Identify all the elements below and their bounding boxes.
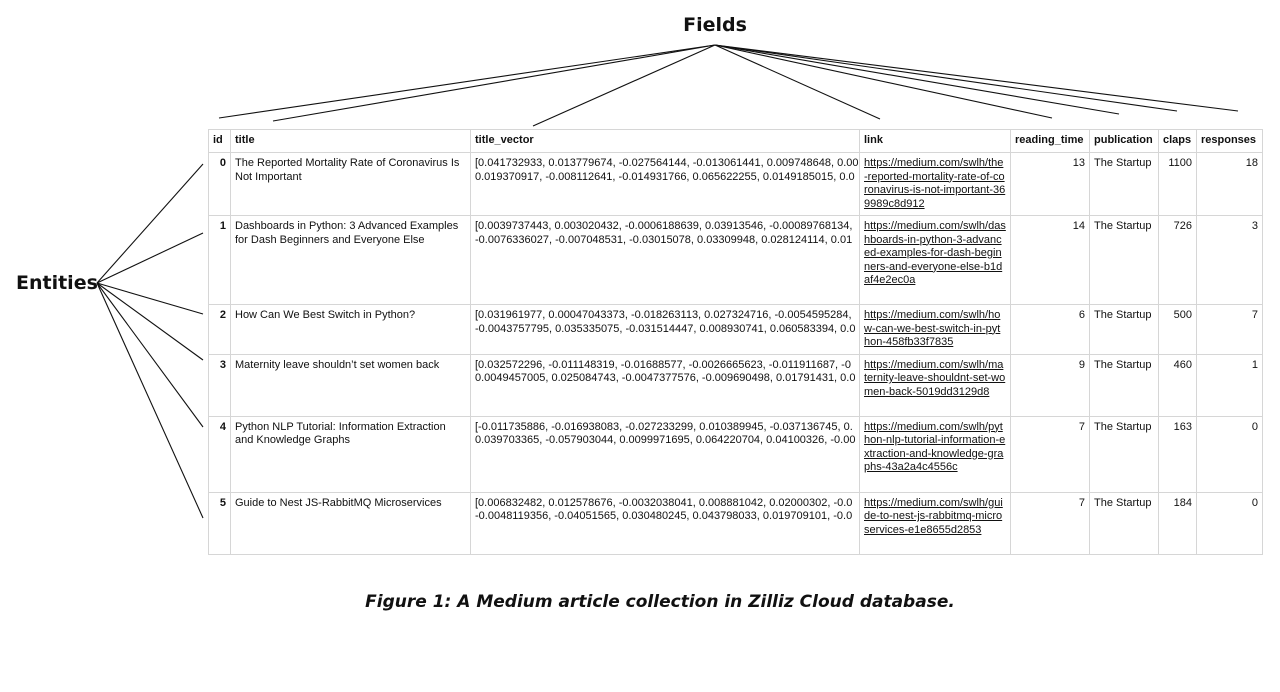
fields-label: Fields (683, 14, 747, 36)
cell-title: How Can We Best Switch in Python? (230, 304, 471, 355)
cell-claps: 460 (1158, 353, 1197, 417)
field-line-publication (714, 44, 1120, 115)
cell-publication: The Startup (1089, 491, 1159, 555)
column-header: claps (1158, 129, 1197, 153)
column-header: id (208, 129, 231, 153)
cell-link[interactable]: https://medium.com/swlh/maternity-leave-… (859, 353, 1011, 417)
cell-publication: The Startup (1089, 215, 1159, 305)
cell-claps: 163 (1158, 415, 1197, 493)
table-row: 4 Python NLP Tutorial: Information Extra… (208, 415, 1263, 493)
cell-title-vector: [0.041732933, 0.013779674, -0.027564144,… (470, 152, 860, 216)
collection-table: id title title_vector link reading_time … (208, 129, 1263, 555)
cell-publication: The Startup (1089, 415, 1159, 493)
vector-line: [0.006832482, 0.012578676, -0.0032038041… (475, 496, 853, 523)
cell-title-vector: [0.032572296, -0.011148319, -0.01688577,… (470, 353, 860, 417)
cell-link[interactable]: https://medium.com/swlh/python-nlp-tutor… (859, 415, 1011, 493)
cell-id: 3 (208, 353, 231, 417)
cell-claps: 726 (1158, 215, 1197, 305)
table-row: 0 The Reported Mortality Rate of Coronav… (208, 152, 1263, 216)
vector-line: [-0.011735886, -0.016938083, -0.02723329… (475, 420, 856, 447)
cell-reading-time: 6 (1010, 304, 1090, 355)
cell-id: 5 (208, 491, 231, 555)
cell-responses: 18 (1196, 152, 1263, 216)
cell-title-vector: [0.031961977, 0.00047043373, -0.01826311… (470, 304, 860, 355)
cell-title: Dashboards in Python: 3 Advanced Example… (230, 215, 471, 305)
cell-title-vector: [0.006832482, 0.012578676, -0.0032038041… (470, 491, 860, 555)
entities-label: Entities (16, 272, 98, 294)
cell-title: Guide to Nest JS-RabbitMQ Microservices (230, 491, 471, 555)
field-line-link (714, 44, 881, 120)
entity-line-5 (96, 282, 204, 519)
cell-id: 2 (208, 304, 231, 355)
cell-link[interactable]: https://medium.com/swlh/guide-to-nest-js… (859, 491, 1011, 555)
table-header-row: id title title_vector link reading_time … (208, 129, 1263, 153)
cell-publication: The Startup (1089, 353, 1159, 417)
field-line-title (272, 44, 716, 122)
cell-claps: 184 (1158, 491, 1197, 555)
cell-responses: 1 (1196, 353, 1263, 417)
cell-responses: 0 (1196, 491, 1263, 555)
cell-link[interactable]: https://medium.com/swlh/the-reported-mor… (859, 152, 1011, 216)
column-header: publication (1089, 129, 1159, 153)
entity-line-3 (96, 282, 204, 361)
entity-line-1 (96, 232, 204, 284)
vector-line: [0.032572296, -0.011148319, -0.01688577,… (475, 358, 856, 385)
field-line-id (218, 44, 716, 119)
cell-reading-time: 7 (1010, 415, 1090, 493)
entity-line-4 (96, 282, 204, 428)
table-row: 5 Guide to Nest JS-RabbitMQ Microservice… (208, 491, 1263, 555)
cell-title-vector: [-0.011735886, -0.016938083, -0.02723329… (470, 415, 860, 493)
field-line-claps (714, 44, 1178, 112)
column-header: link (859, 129, 1011, 153)
table-row: 3 Maternity leave shouldn’t set women ba… (208, 353, 1263, 417)
cell-claps: 1100 (1158, 152, 1197, 216)
entity-line-0 (96, 163, 204, 284)
cell-id: 1 (208, 215, 231, 305)
cell-responses: 7 (1196, 304, 1263, 355)
table-row: 2 How Can We Best Switch in Python? [0.0… (208, 304, 1263, 355)
cell-reading-time: 14 (1010, 215, 1090, 305)
cell-publication: The Startup (1089, 304, 1159, 355)
cell-id: 0 (208, 152, 231, 216)
vector-line: [0.031961977, 0.00047043373, -0.01826311… (475, 309, 856, 335)
cell-title-vector: [0.0039737443, 0.003020432, -0.000618863… (470, 215, 860, 305)
field-line-reading-time (714, 44, 1053, 119)
cell-title: Python NLP Tutorial: Information Extract… (230, 415, 471, 493)
column-header: responses (1196, 129, 1263, 153)
table-row: 1 Dashboards in Python: 3 Advanced Examp… (208, 215, 1263, 305)
vector-line: [0.0039737443, 0.003020432, -0.000618863… (475, 220, 853, 246)
column-header: title (230, 129, 471, 153)
cell-title: The Reported Mortality Rate of Coronavir… (230, 152, 471, 216)
cell-link[interactable]: https://medium.com/swlh/dashboards-in-py… (859, 215, 1011, 305)
column-header: reading_time (1010, 129, 1090, 153)
cell-reading-time: 13 (1010, 152, 1090, 216)
cell-reading-time: 7 (1010, 491, 1090, 555)
vector-line: [0.041732933, 0.013779674, -0.027564144,… (475, 157, 859, 183)
cell-id: 4 (208, 415, 231, 493)
cell-link[interactable]: https://medium.com/swlh/how-can-we-best-… (859, 304, 1011, 355)
cell-publication: The Startup (1089, 152, 1159, 216)
cell-responses: 0 (1196, 415, 1263, 493)
cell-claps: 500 (1158, 304, 1197, 355)
field-line-responses (714, 44, 1239, 112)
entity-line-2 (96, 282, 204, 315)
cell-responses: 3 (1196, 215, 1263, 305)
cell-title: Maternity leave shouldn’t set women back (230, 353, 471, 417)
cell-reading-time: 9 (1010, 353, 1090, 417)
field-line-title-vector (532, 44, 716, 127)
column-header: title_vector (470, 129, 860, 153)
figure-caption: Figure 1: A Medium article collection in… (365, 592, 955, 612)
